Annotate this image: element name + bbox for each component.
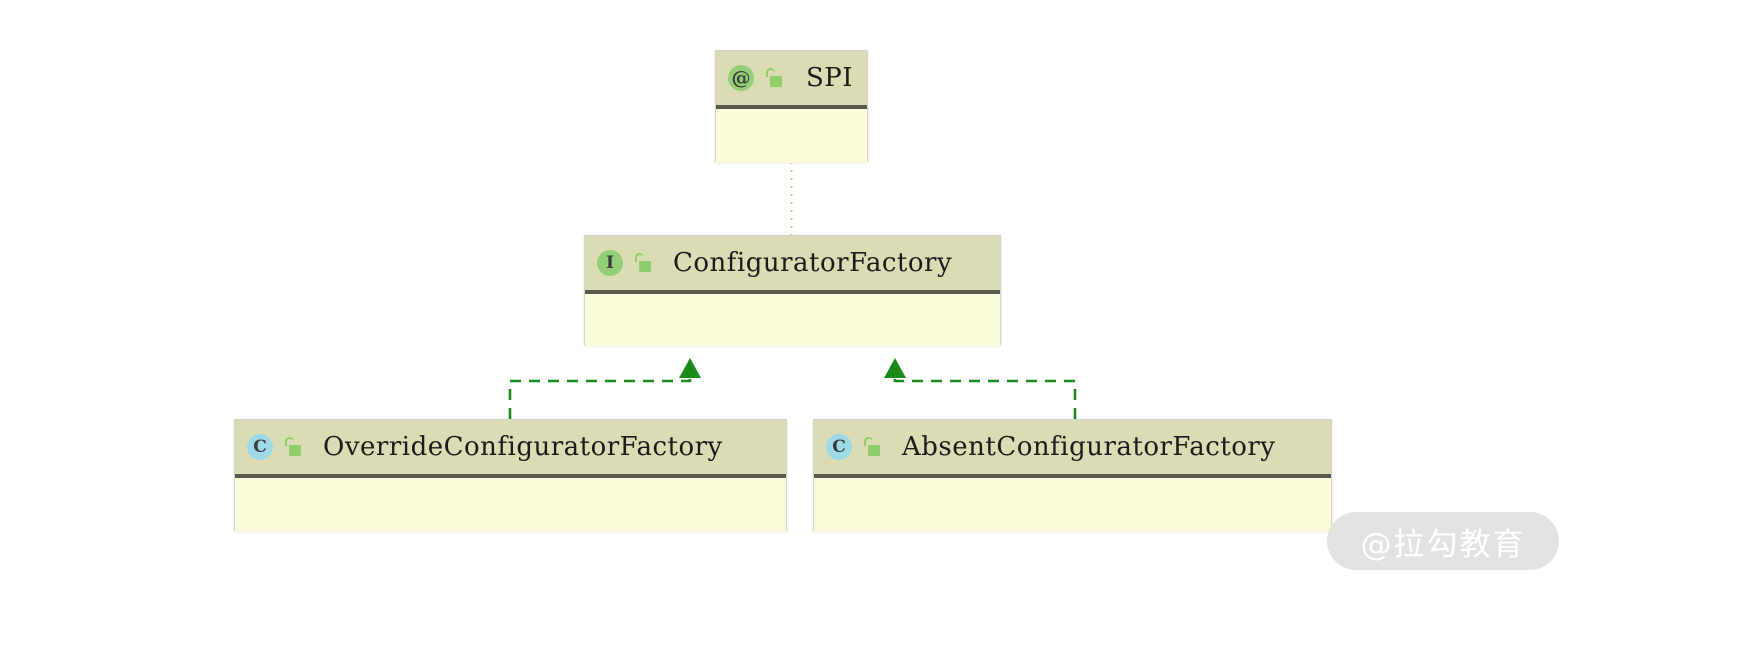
uml-node-title: OverrideConfiguratorFactory (323, 432, 723, 462)
uml-node-header: C AbsentConfiguratorFactory (814, 420, 1331, 478)
open-padlock-icon (282, 436, 301, 458)
watermark: @拉勾教育 (1327, 512, 1559, 570)
open-padlock-icon (861, 436, 880, 458)
realization-arrowhead (679, 358, 701, 378)
uml-node-override-configurator-factory[interactable]: C OverrideConfiguratorFactory (234, 419, 787, 532)
uml-node-title: SPI (806, 63, 854, 93)
uml-node-header: C OverrideConfiguratorFactory (235, 420, 786, 478)
watermark-text: @拉勾教育 (1360, 526, 1526, 563)
interface-icon: I (597, 250, 623, 276)
uml-node-configurator-factory[interactable]: I ConfiguratorFactory (584, 235, 1001, 346)
uml-node-spi[interactable]: @ SPI (715, 50, 868, 163)
uml-node-members (235, 478, 786, 532)
class-icon: C (826, 434, 852, 460)
open-padlock-icon (632, 252, 651, 274)
uml-node-members (814, 478, 1331, 532)
uml-node-title: ConfiguratorFactory (673, 248, 953, 278)
uml-node-absent-configurator-factory[interactable]: C AbsentConfiguratorFactory (813, 419, 1332, 532)
uml-node-header: @ SPI (716, 51, 867, 109)
open-padlock-icon (763, 67, 782, 89)
class-icon: C (247, 434, 273, 460)
annotation-icon: @ (728, 65, 754, 91)
uml-node-title: AbsentConfiguratorFactory (902, 432, 1276, 462)
uml-node-members (716, 109, 867, 163)
uml-node-members (585, 294, 1000, 346)
edge-override-realizes-configurator-factory (508, 358, 692, 419)
uml-node-header: I ConfiguratorFactory (585, 236, 1000, 294)
edge-absent-realizes-configurator-factory (893, 358, 1077, 419)
realization-arrowhead (884, 358, 906, 378)
